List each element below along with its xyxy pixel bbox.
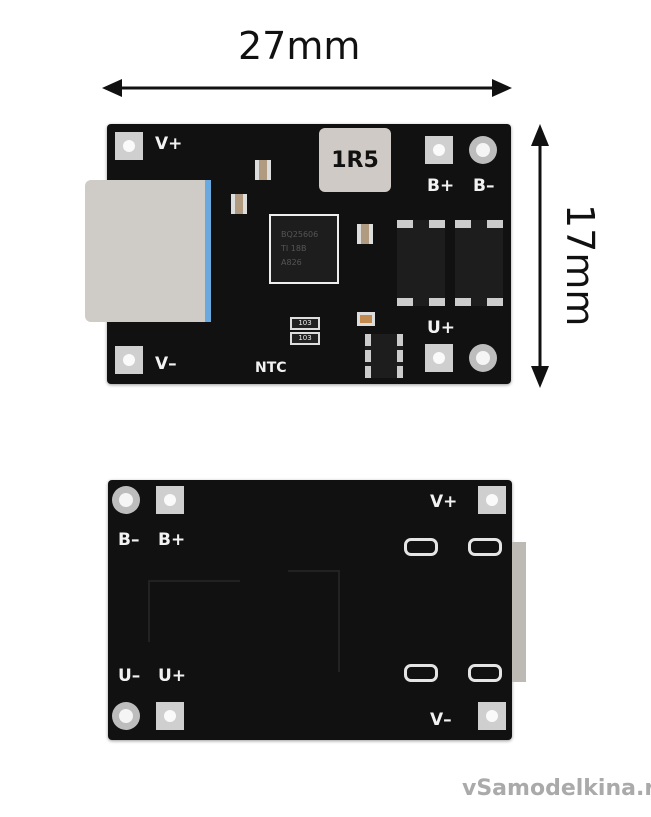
pad-v-plus (115, 132, 143, 160)
label-b-plus: B+ (158, 530, 186, 550)
chip-marking-line: A826 (281, 258, 302, 267)
pad (112, 702, 140, 730)
usb-c-connector-edge (512, 542, 526, 682)
label-b-minus: B– (473, 176, 495, 196)
label-v-plus: V+ (430, 492, 458, 512)
label-v-minus: V– (430, 710, 452, 730)
label-v-plus: V+ (155, 134, 183, 154)
resistor: 103 (290, 317, 320, 330)
mosfet-2 (455, 220, 503, 306)
pad-v-minus (478, 702, 506, 730)
resistor: 103 (290, 332, 320, 345)
pcb-bottom-side: B– B+ U– U+ V+ V– (108, 480, 512, 740)
width-dimension-label: 27mm (238, 24, 361, 68)
pad-u-minus (469, 344, 497, 372)
usb-slot (404, 538, 438, 556)
pad (156, 486, 184, 514)
mosfet-1 (397, 220, 445, 306)
sot-chip (365, 334, 403, 378)
pad-u-plus (425, 344, 453, 372)
watermark: vSamodelkina.ru (462, 776, 651, 801)
label-v-minus: V– (155, 354, 177, 374)
label-u-plus: U+ (427, 318, 456, 338)
label-u-minus: U– (118, 666, 141, 686)
charger-ic: BQ25606 TI 18B A826 (269, 214, 339, 284)
pad (156, 702, 184, 730)
capacitor (231, 194, 247, 214)
pad-v-plus (478, 486, 506, 514)
height-arrow (531, 124, 549, 388)
capacitor (255, 160, 271, 180)
pad-b-minus (469, 136, 497, 164)
usb-slot (404, 664, 438, 682)
height-dimension-label: 17mm (558, 204, 602, 327)
usb-slot (468, 664, 502, 682)
label-u-plus: U+ (158, 666, 187, 686)
chip-marking-line: BQ25606 (281, 230, 319, 239)
inductor: 1R5 (319, 128, 391, 192)
label-b-plus: B+ (427, 176, 455, 196)
pad-v-minus (115, 346, 143, 374)
label-ntc: NTC (255, 360, 287, 376)
trace (288, 570, 340, 672)
usb-slot (468, 538, 502, 556)
capacitor (357, 312, 375, 326)
trace (148, 580, 240, 642)
chip-marking-line: TI 18B (281, 244, 307, 253)
capacitor (357, 224, 373, 244)
width-arrow (102, 79, 512, 97)
pad (112, 486, 140, 514)
label-b-minus: B– (118, 530, 140, 550)
usb-c-connector (85, 180, 211, 322)
pad-b-plus (425, 136, 453, 164)
